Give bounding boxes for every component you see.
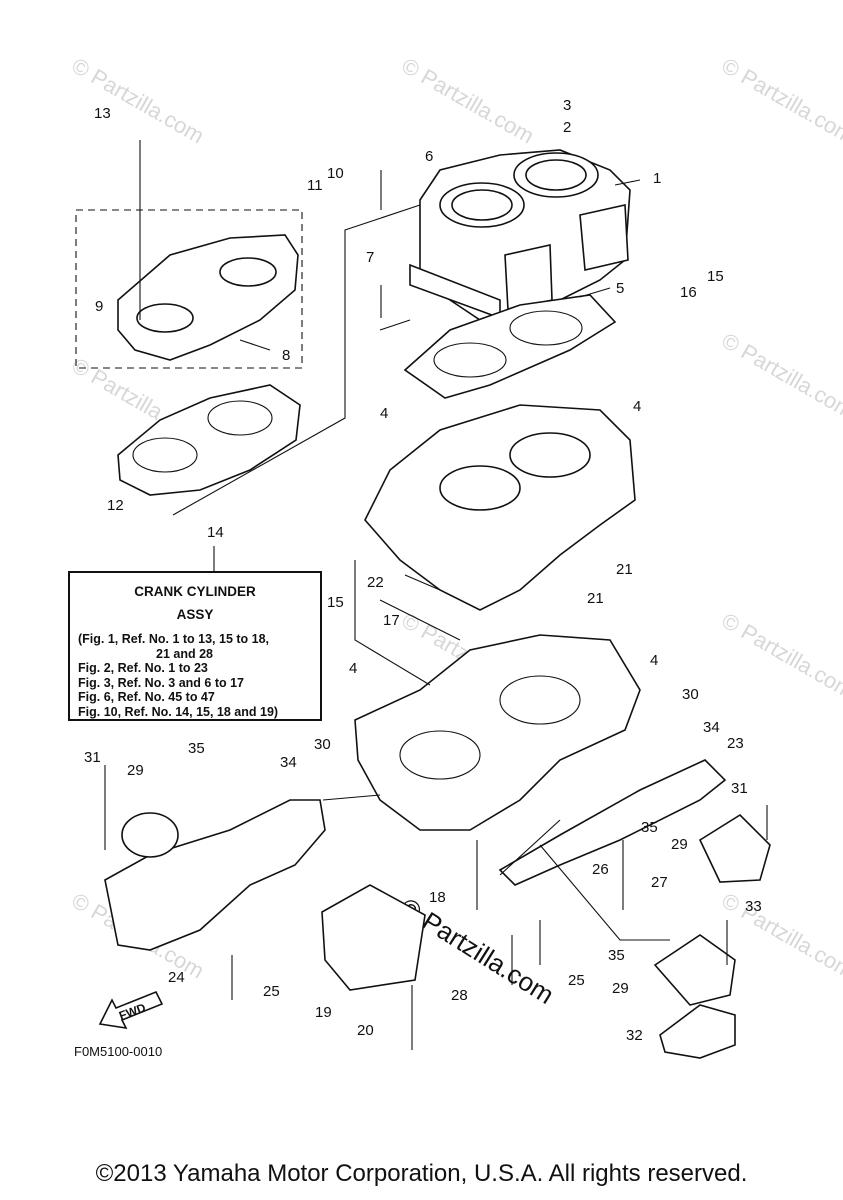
fwd-arrow-icon: FWD bbox=[98, 990, 164, 1030]
callout-15: 15 bbox=[707, 268, 724, 285]
assy-info-box: CRANK CYLINDER ASSY (Fig. 1, Ref. No. 1 … bbox=[68, 571, 322, 721]
callout-26: 26 bbox=[592, 861, 609, 878]
watermark-text: © Partzilla.com bbox=[68, 53, 209, 149]
callout-4: 4 bbox=[380, 405, 388, 422]
callout-8: 8 bbox=[282, 347, 290, 364]
rubber-mount-left bbox=[121, 812, 179, 858]
assy-title: CRANK CYLINDER bbox=[134, 584, 256, 599]
callout-5: 5 bbox=[616, 280, 624, 297]
assy-line: Fig. 6, Ref. No. 45 to 47 bbox=[78, 690, 215, 704]
callout-25: 25 bbox=[263, 983, 280, 1000]
callout-35: 35 bbox=[188, 740, 205, 757]
callout-27: 27 bbox=[651, 874, 668, 891]
callout-35: 35 bbox=[641, 819, 658, 836]
callout-2: 2 bbox=[563, 119, 571, 136]
callout-29: 29 bbox=[612, 980, 629, 997]
callout-30: 30 bbox=[682, 686, 699, 703]
assy-line: Fig. 3, Ref. No. 3 and 6 to 17 bbox=[78, 675, 245, 690]
callout-9: 9 bbox=[95, 298, 103, 315]
assy-line: Fig. 2, Ref. No. 1 to 23 bbox=[78, 661, 208, 675]
callout-30: 30 bbox=[314, 736, 331, 753]
head-gasket bbox=[117, 384, 301, 496]
callout-17: 17 bbox=[383, 612, 400, 629]
callout-21: 21 bbox=[587, 590, 604, 607]
callout-4: 4 bbox=[633, 398, 641, 415]
crankcase-lower bbox=[354, 634, 641, 831]
callout-6: 6 bbox=[425, 148, 433, 165]
watermark-text: © Partzilla.com bbox=[398, 53, 539, 149]
cover-part-32 bbox=[659, 1004, 736, 1059]
callout-15: 15 bbox=[327, 594, 344, 611]
callout-16: 16 bbox=[680, 284, 697, 301]
callout-14: 14 bbox=[207, 524, 224, 541]
assy-line: (Fig. 1, Ref. No. 1 to 13, 15 to 18, bbox=[78, 632, 270, 646]
callout-12: 12 bbox=[107, 497, 124, 514]
watermark-text: © Partzilla.com bbox=[718, 53, 843, 149]
watermark-text: © Partzilla.com bbox=[718, 608, 843, 704]
callout-4: 4 bbox=[650, 652, 658, 669]
callout-28: 28 bbox=[451, 987, 468, 1004]
callout-29: 29 bbox=[671, 836, 688, 853]
callout-34: 34 bbox=[280, 754, 297, 771]
callout-11: 11 bbox=[307, 177, 323, 194]
assy-subtitle: ASSY bbox=[176, 607, 214, 622]
cylinder-part bbox=[409, 149, 631, 321]
crankcase-upper bbox=[364, 404, 636, 611]
callout-25: 25 bbox=[568, 972, 585, 989]
callout-23: 23 bbox=[727, 735, 744, 752]
callout-24: 24 bbox=[168, 969, 185, 986]
callout-numbers: 1 2 3 4 4 4 4 5 6 7 8 9 10 11 12 13 14 1… bbox=[84, 97, 762, 1044]
callout-31: 31 bbox=[84, 749, 101, 766]
fwd-label: FWD bbox=[117, 1000, 148, 1023]
callout-4: 4 bbox=[349, 660, 357, 677]
cover-part-19 bbox=[321, 884, 426, 991]
callout-29: 29 bbox=[127, 762, 144, 779]
callout-18: 18 bbox=[429, 889, 446, 906]
watermark-text: © Partzilla.com bbox=[718, 888, 843, 984]
diagram-code: F0M5100-0010 bbox=[74, 1044, 163, 1059]
callout-31: 31 bbox=[731, 780, 748, 797]
callout-35: 35 bbox=[608, 947, 625, 964]
callout-21: 21 bbox=[616, 561, 633, 578]
callout-10: 10 bbox=[327, 165, 344, 182]
engine-mount-left bbox=[104, 799, 326, 951]
engine-mount-right bbox=[498, 759, 727, 886]
cylinder-head-group bbox=[75, 209, 303, 369]
leader-lines bbox=[172, 179, 670, 941]
rubber-mount-right-lower bbox=[653, 934, 736, 1006]
callout-1: 1 bbox=[653, 170, 661, 187]
assy-reference-list: (Fig. 1, Ref. No. 1 to 13, 15 to 18, 21 … bbox=[70, 632, 320, 719]
callout-19: 19 bbox=[315, 1004, 332, 1021]
assy-line: 21 and 28 bbox=[156, 646, 213, 661]
callout-20: 20 bbox=[357, 1022, 374, 1039]
callout-22: 22 bbox=[367, 574, 384, 591]
assy-line: Fig. 10, Ref. No. 14, 15, 18 and 19) bbox=[78, 704, 279, 719]
callout-33: 33 bbox=[745, 898, 762, 915]
callout-34: 34 bbox=[703, 719, 720, 736]
callout-32: 32 bbox=[626, 1027, 643, 1044]
cylinder-gasket bbox=[403, 294, 617, 399]
copyright-text: ©2013 Yamaha Motor Corporation, U.S.A. A… bbox=[95, 1160, 748, 1187]
watermark-text: © Partzilla.com bbox=[718, 328, 843, 424]
callout-3: 3 bbox=[563, 97, 571, 114]
rubber-mount-right-upper bbox=[698, 813, 771, 883]
callout-13: 13 bbox=[94, 105, 111, 122]
callout-7: 7 bbox=[366, 249, 374, 266]
bolts bbox=[104, 140, 768, 1050]
